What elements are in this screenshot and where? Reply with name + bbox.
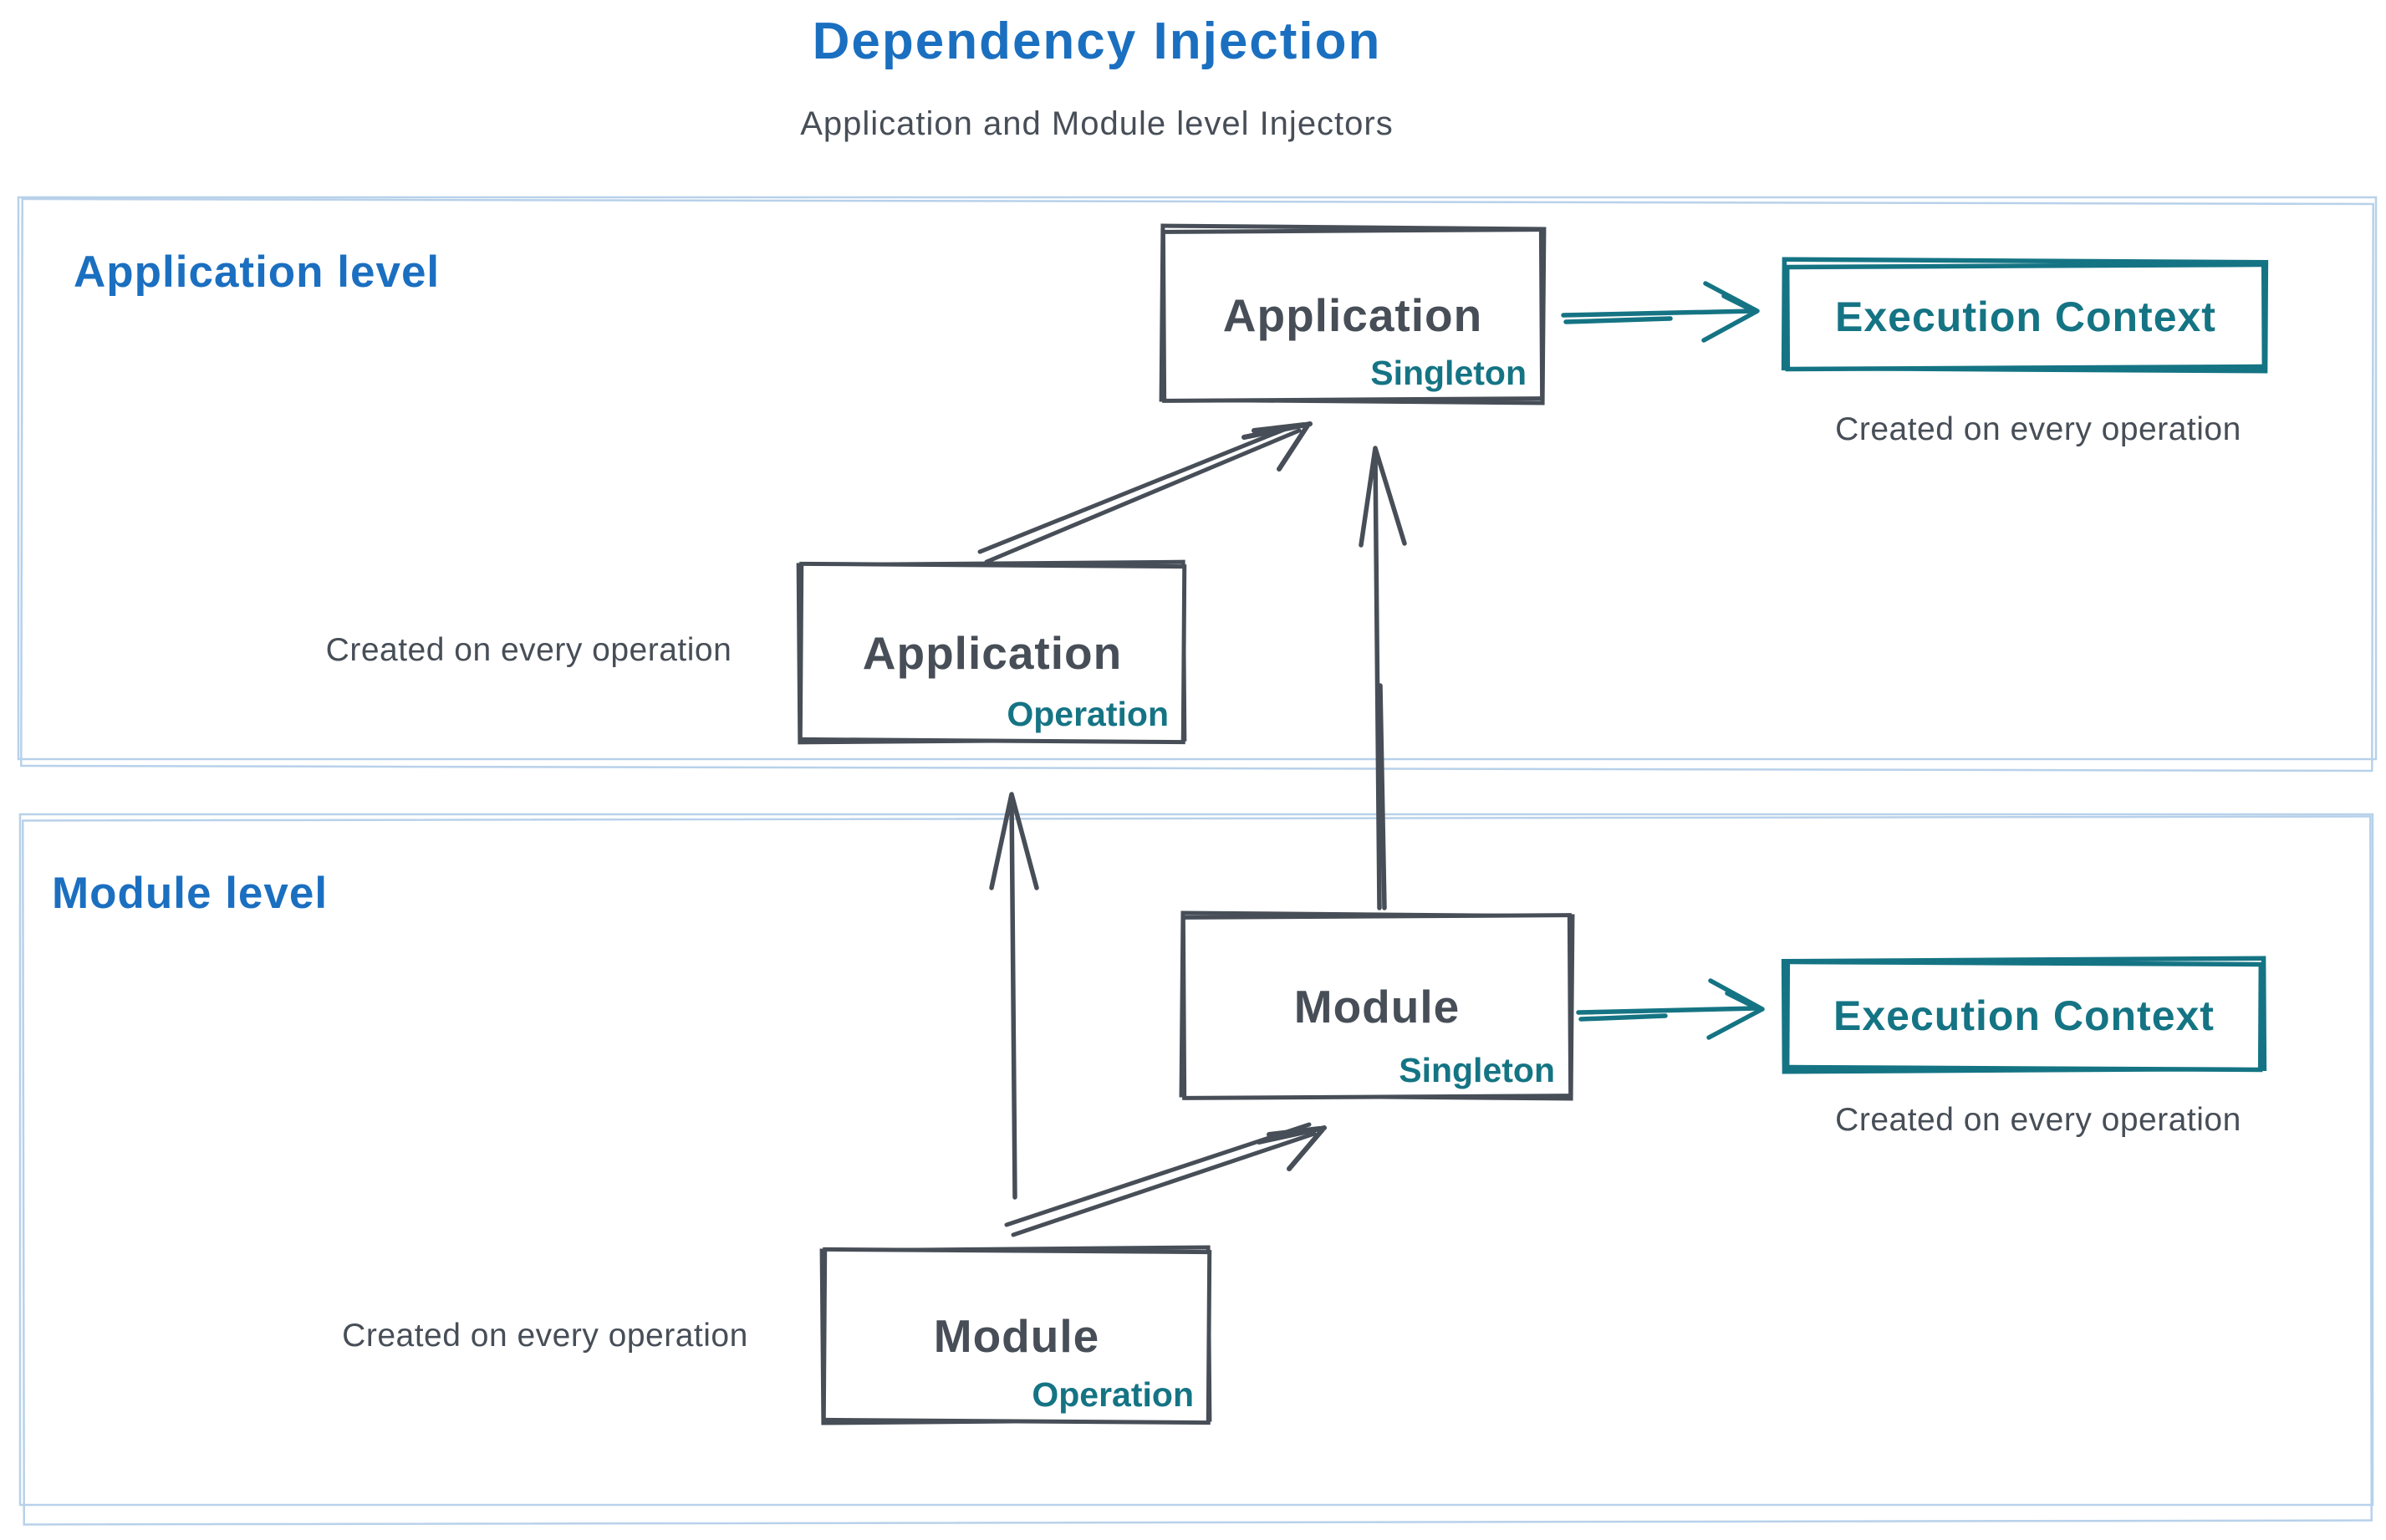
arrow-shaft xyxy=(1004,1122,1317,1237)
page-title: Dependency Injection xyxy=(812,13,1382,70)
arrow-head xyxy=(1701,281,1760,343)
arrow-shaft xyxy=(1561,309,1756,324)
app-operation-node: Application Operation xyxy=(801,565,1184,741)
arrow-module-singleton-to-app-singleton xyxy=(1359,446,1407,910)
app-execution-context-node: Execution Context xyxy=(1787,266,2264,368)
module-singleton-node: Module Singleton xyxy=(1184,916,1570,1097)
arrow-head xyxy=(989,792,1039,890)
arrow-shaft xyxy=(1373,451,1387,910)
arrow-head xyxy=(1241,421,1313,472)
app-operation-caption: Created on every operation xyxy=(325,632,732,668)
arrow-module-operation-to-module-singleton xyxy=(1004,1122,1327,1237)
module-execution-context-caption: Created on every operation xyxy=(1835,1102,2241,1138)
arrow-module-singleton-to-execution-context xyxy=(1576,978,1765,1040)
arrow-head xyxy=(1706,978,1765,1040)
module-operation-scope: Operation xyxy=(1032,1375,1194,1414)
arrow-shaft xyxy=(1576,1006,1760,1022)
app-operation-scope: Operation xyxy=(1007,695,1169,733)
module-singleton-scope: Singleton xyxy=(1399,1051,1555,1089)
arrow-app-operation-to-app-singleton xyxy=(977,421,1313,564)
module-singleton-title: Module xyxy=(1293,981,1461,1033)
module-operation-title: Module xyxy=(933,1310,1100,1362)
module-execution-context-node: Execution Context xyxy=(1787,963,2261,1068)
app-singleton-title: Application xyxy=(1222,289,1483,341)
arrow-module-operation-to-app-operation xyxy=(989,792,1039,1200)
arrow-shaft xyxy=(1009,793,1017,1200)
app-operation-title: Application xyxy=(862,627,1123,679)
app-singleton-node: Application Singleton xyxy=(1164,231,1542,400)
arrow-app-singleton-to-execution-context xyxy=(1561,281,1760,343)
app-singleton-scope: Singleton xyxy=(1370,354,1527,392)
app-execution-context-caption: Created on every operation xyxy=(1835,411,2241,447)
app-execution-context-title: Execution Context xyxy=(1835,293,2216,340)
arrow-shaft xyxy=(977,423,1302,564)
module-operation-node: Module Operation xyxy=(824,1251,1209,1421)
module-execution-context-title: Execution Context xyxy=(1833,992,2215,1039)
application-level-label: Application level xyxy=(74,247,441,297)
page-subtitle: Application and Module level Injectors xyxy=(800,105,1394,142)
arrow-head xyxy=(1257,1125,1327,1171)
module-operation-caption: Created on every operation xyxy=(342,1318,748,1354)
arrow-head xyxy=(1359,446,1407,548)
module-level-label: Module level xyxy=(52,869,329,918)
